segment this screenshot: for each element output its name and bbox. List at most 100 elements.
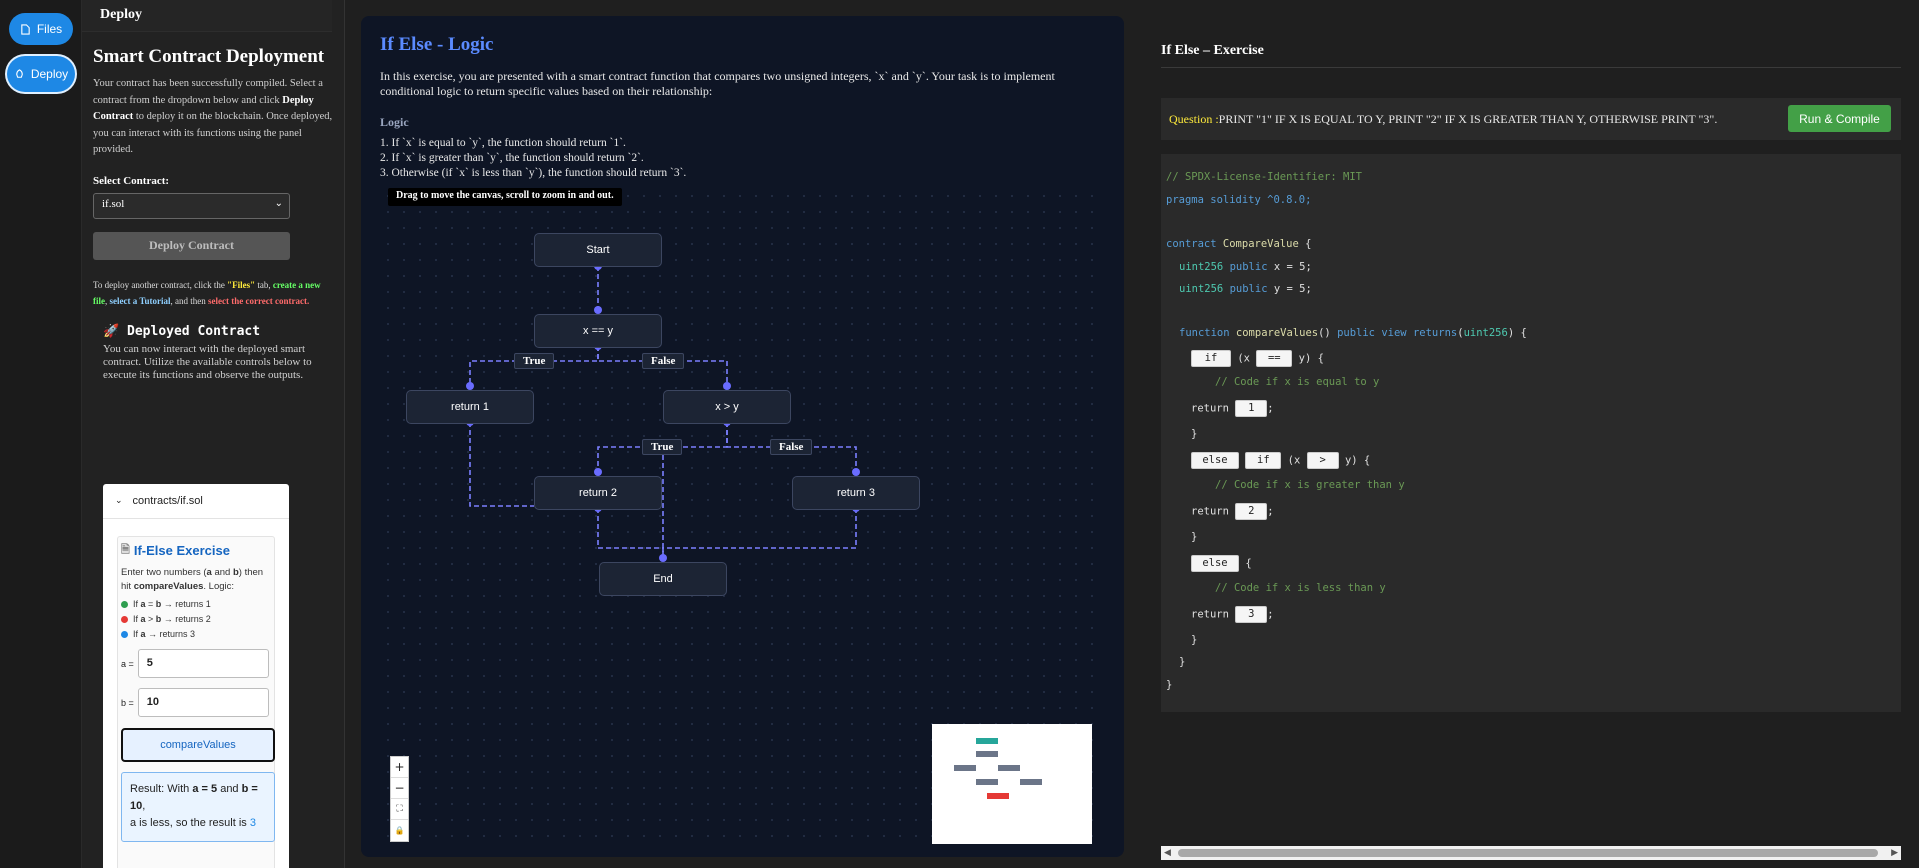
handle: [594, 468, 602, 476]
blank-else[interactable]: else: [1191, 555, 1239, 572]
code-line: }: [1179, 656, 1186, 668]
contract-accordion-header[interactable]: ⌄ contracts/if.sol: [103, 484, 289, 519]
zoom-out-button[interactable]: −: [391, 778, 408, 799]
rocket-icon: [16, 68, 23, 78]
horizontal-scrollbar[interactable]: ◀ ▶: [1161, 846, 1901, 860]
question-label: Question :: [1169, 111, 1219, 126]
minimap-node: [976, 779, 998, 785]
handle: [594, 306, 602, 314]
input-b-label: b =: [121, 697, 134, 708]
code-line: return 3;: [1191, 606, 1274, 623]
code-comment: // Code if x is greater than y: [1215, 479, 1405, 491]
node-end[interactable]: End: [599, 562, 727, 596]
fit-view-button[interactable]: ⛶: [391, 799, 408, 820]
exercise-panel-title: If Else – Exercise: [1161, 43, 1264, 58]
blue-dot-icon: [121, 630, 128, 638]
deploy-tab-button[interactable]: Deploy: [9, 58, 73, 90]
input-a-field[interactable]: 5: [137, 649, 269, 678]
deploy-tab-label: Deploy: [30, 67, 69, 81]
green-dot-icon: [121, 600, 128, 608]
logic-heading: Logic: [380, 115, 409, 129]
blank-operator[interactable]: ==: [1256, 350, 1293, 367]
code-line: contract CompareValue {: [1166, 238, 1312, 250]
handle: [852, 468, 860, 476]
contract-select-value: if.sol: [102, 197, 125, 210]
deploy-hint: To deploy another contract, click the "F…: [93, 279, 321, 306]
node-x-equals-y[interactable]: x == y: [534, 314, 662, 348]
exercise-instructions: Enter two numbers (a and b) then hit com…: [121, 567, 264, 592]
code-comment: // Code if x is equal to y: [1215, 376, 1380, 388]
node-x-greater-y[interactable]: x > y: [663, 390, 791, 424]
chevron-down-icon: ⌄: [274, 197, 283, 209]
edge-label-true: True: [514, 353, 555, 369]
files-tab-button[interactable]: Files: [9, 13, 73, 45]
flowchart-canvas[interactable]: Drag to move the canvas, scroll to zoom …: [380, 188, 1105, 850]
contract-path: contracts/if.sol: [132, 495, 203, 507]
sidebar-title: Smart Contract Deployment: [93, 46, 325, 67]
code-line: return 1;: [1191, 400, 1274, 417]
node-return-3[interactable]: return 3: [792, 476, 920, 510]
blank-if[interactable]: if: [1245, 452, 1282, 469]
code-line: if (x == y) {: [1191, 350, 1324, 367]
red-dot-icon: [121, 615, 128, 623]
code-line: function compareValues() public view ret…: [1179, 327, 1527, 339]
deployed-contract-title: 🚀 Deployed Contract: [103, 323, 261, 339]
deployed-contract-desc: You can now interact with the deployed s…: [103, 342, 312, 381]
lock-button[interactable]: 🔒: [394, 826, 405, 835]
input-a-row: a =5: [121, 649, 271, 678]
sidebar-intro: Your contract has been successfully comp…: [93, 78, 333, 155]
input-a-label: a =: [121, 658, 134, 669]
minimap[interactable]: [932, 724, 1092, 844]
edge-label-false: False: [642, 353, 685, 369]
blank-return-1[interactable]: 1: [1235, 400, 1268, 417]
blank-operator[interactable]: >: [1306, 452, 1339, 469]
scroll-right-icon[interactable]: ▶: [1891, 848, 1898, 858]
nav-rail: Files Deploy: [0, 0, 82, 868]
minimap-node: [1020, 779, 1042, 785]
minimap-node: [998, 765, 1020, 771]
blank-return-3[interactable]: 3: [1235, 606, 1268, 623]
code-line: uint256 public x = 5;: [1179, 261, 1312, 273]
code-line: return 2;: [1191, 503, 1274, 520]
code-line: }: [1166, 679, 1173, 691]
blank-return-2[interactable]: 2: [1235, 503, 1268, 520]
document-icon: 🗎: [121, 544, 130, 556]
code-comment: // Code if x is less than y: [1215, 582, 1386, 594]
logic-item: 3. Otherwise (if `x` is less than `y`), …: [380, 167, 687, 179]
run-compile-button[interactable]: Run & Compile: [1788, 105, 1891, 132]
deploy-contract-button[interactable]: Deploy Contract: [93, 231, 290, 260]
edge-ret1-ret2: [469, 422, 534, 507]
edge-label-false: False: [770, 439, 813, 455]
logic-item: 2. If `x` is greater than `y`, the funct…: [380, 152, 644, 164]
blank-if[interactable]: if: [1191, 350, 1231, 367]
panel-divider[interactable]: [344, 0, 345, 868]
lesson-intro: In this exercise, you are presented with…: [380, 69, 1055, 98]
node-return-1[interactable]: return 1: [406, 390, 534, 424]
code-line: // SPDX-License-Identifier: MIT: [1166, 171, 1362, 183]
node-start[interactable]: Start: [534, 233, 662, 267]
contract-select[interactable]: if.sol ⌄: [93, 192, 290, 219]
chevron-down-icon: ⌄: [115, 496, 123, 506]
zoom-controls: + − ⛶ 🔒: [390, 756, 409, 842]
code-editor[interactable]: // SPDX-License-Identifier: MIT pragma s…: [1161, 154, 1901, 712]
code-line: uint256 public y = 5;: [1179, 283, 1312, 295]
blank-else[interactable]: else: [1191, 452, 1239, 469]
node-return-2[interactable]: return 2: [534, 476, 662, 510]
file-icon: [21, 23, 30, 35]
exercise-panel: 🗎If-Else Exercise Enter two numbers (a a…: [117, 536, 275, 868]
scroll-left-icon[interactable]: ◀: [1164, 848, 1171, 858]
code-line: }: [1191, 428, 1198, 440]
rule-otherwise: If a → returns 3: [121, 629, 271, 639]
code-line: else if (x > y) {: [1191, 452, 1370, 469]
edge-label-true: True: [642, 439, 683, 455]
input-b-row: b =10: [121, 688, 271, 717]
input-b-field[interactable]: 10: [137, 688, 269, 717]
zoom-in-button[interactable]: +: [391, 757, 408, 778]
deployed-contract-card: ⌄ contracts/if.sol 🗎If-Else Exercise Ent…: [103, 484, 289, 868]
minimap-node: [987, 793, 1009, 799]
title-divider: [1161, 67, 1901, 68]
compare-values-button[interactable]: compareValues: [121, 728, 275, 762]
rule-equal: If a = b → returns 1: [121, 599, 271, 609]
logic-list: 1. If `x` is equal to `y`, the function …: [380, 136, 686, 181]
scrollbar-thumb[interactable]: [1178, 849, 1878, 857]
